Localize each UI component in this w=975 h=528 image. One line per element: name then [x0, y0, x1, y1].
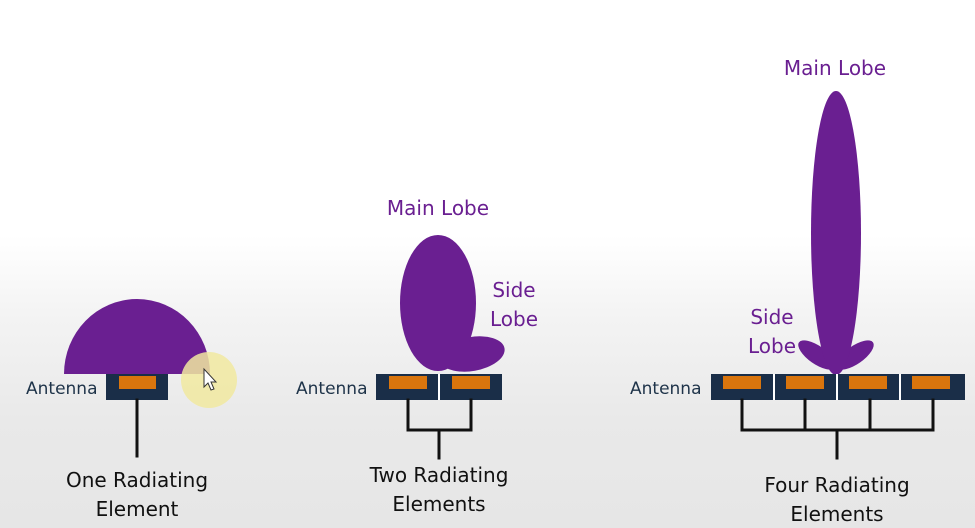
caption-line-2: Elements	[392, 492, 485, 516]
caption-line-1: One Radiating	[66, 468, 208, 492]
main-lobe-label: Main Lobe	[784, 56, 886, 80]
radiating-element	[723, 376, 761, 389]
caption-line-1: Four Radiating	[764, 473, 909, 497]
main-lobe-label: Main Lobe	[387, 196, 489, 220]
caption-line-2: Element	[96, 497, 179, 521]
antenna-label: Antenna	[296, 379, 368, 399]
feed-network	[742, 400, 933, 458]
panel-one-element: Antenna One Radiating Element	[26, 299, 210, 521]
main-lobe	[811, 91, 861, 375]
side-lobe-label-line-1: Side	[492, 278, 535, 302]
antenna-label: Antenna	[26, 379, 98, 399]
radiating-element	[119, 376, 156, 389]
antenna-block	[711, 374, 965, 400]
radiating-element	[786, 376, 824, 389]
caption-line-1: Two Radiating	[369, 463, 509, 487]
antenna-label: Antenna	[630, 379, 702, 399]
caption-line-2: Elements	[790, 502, 883, 526]
panel-two-elements: Main Lobe Side Lobe Antenna Two Radiatin…	[296, 196, 538, 516]
panel-four-elements: Main Lobe Side Lobe Antenna Four Radiati…	[630, 56, 965, 526]
radiating-element	[849, 376, 887, 389]
cursor	[181, 352, 237, 408]
radiating-element	[452, 376, 490, 389]
antenna-block	[376, 374, 502, 400]
antenna-block	[106, 374, 168, 400]
side-lobe-label-line-1: Side	[750, 305, 793, 329]
main-lobe	[400, 235, 476, 371]
side-lobe-label-line-2: Lobe	[490, 307, 538, 331]
side-lobe-label-line-2: Lobe	[748, 334, 796, 358]
feed-network	[408, 400, 471, 458]
radiating-element	[389, 376, 427, 389]
radiating-element	[912, 376, 950, 389]
